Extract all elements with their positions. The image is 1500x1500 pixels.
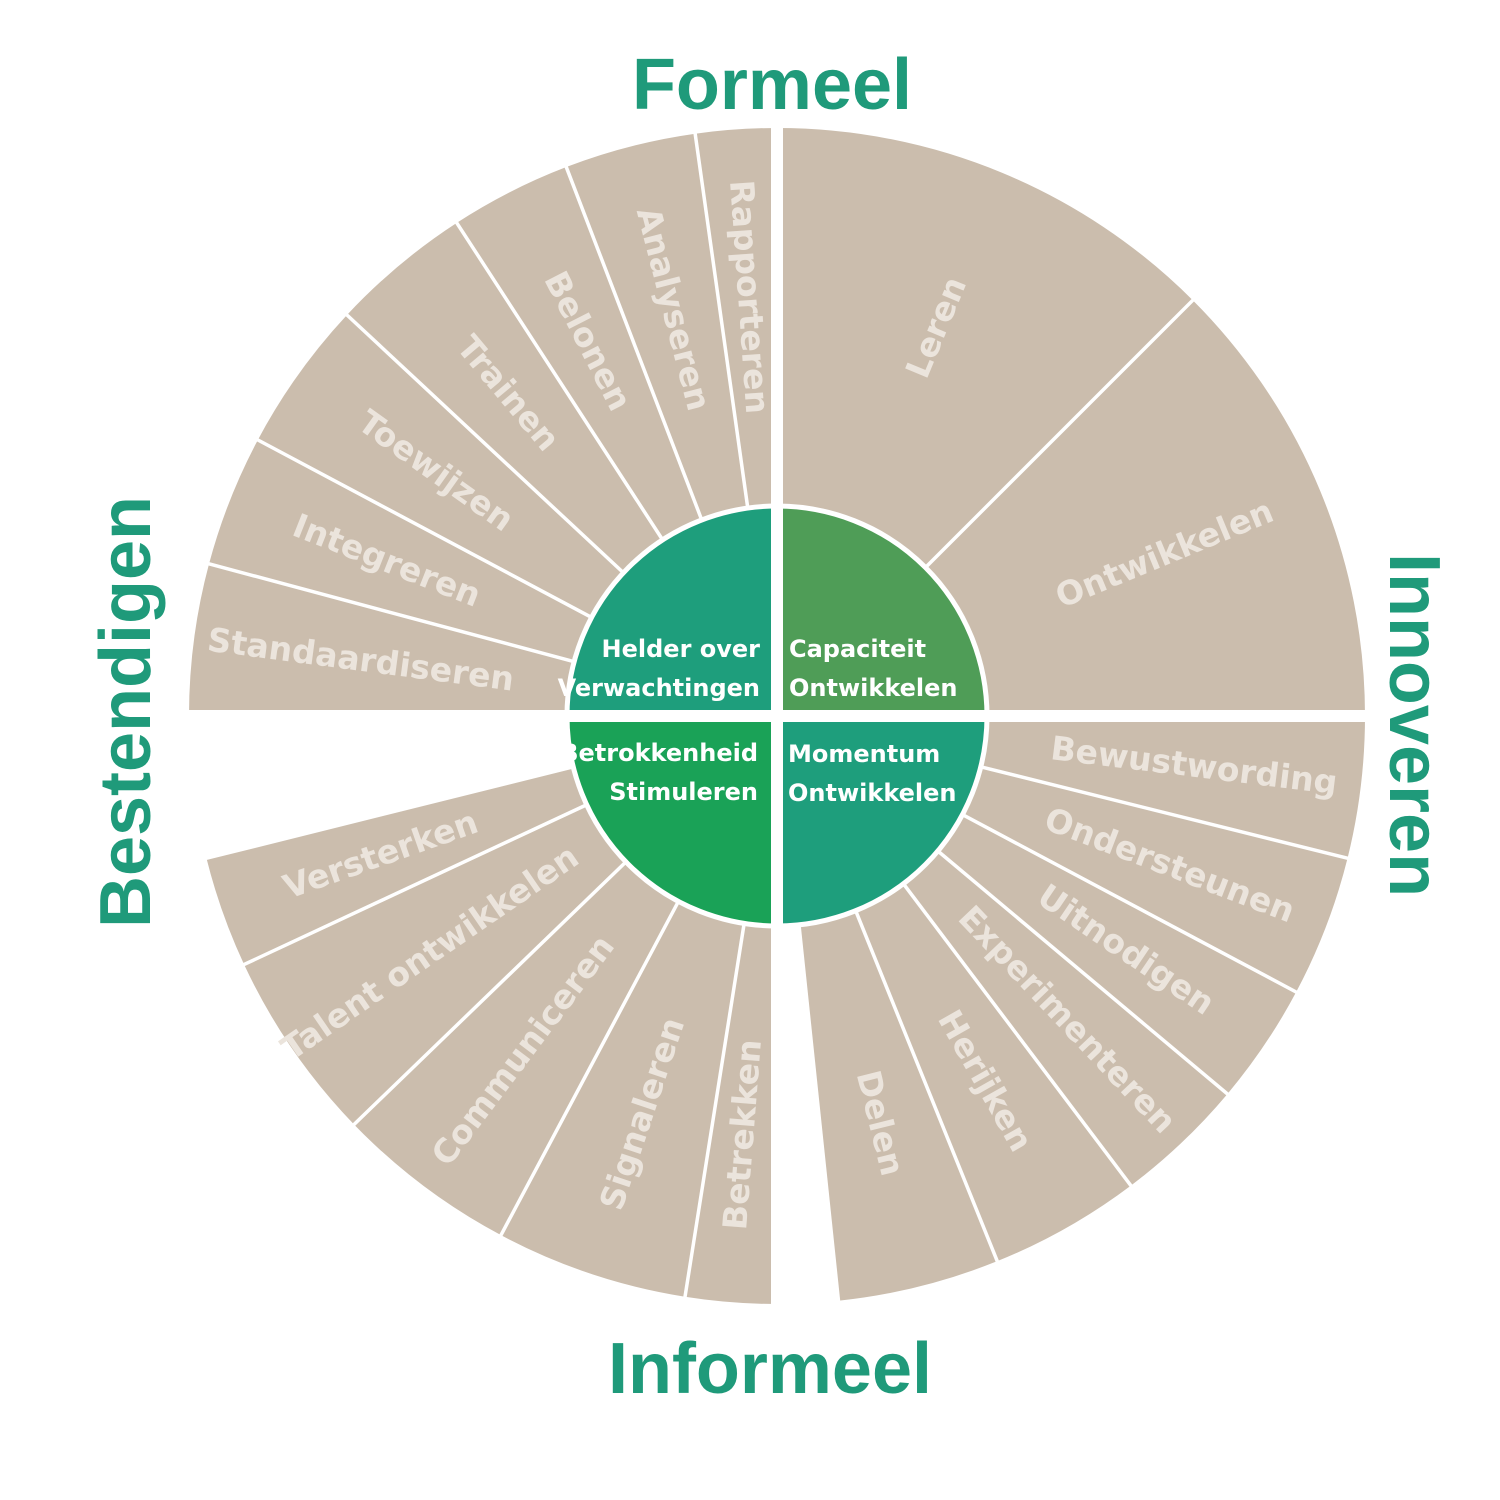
core-quadrant-bottom-left (567, 716, 777, 926)
ring-separators (187, 126, 1367, 1306)
core-label-top-left-1: Helder over (602, 635, 761, 663)
core-quadrant-bottom-right (777, 716, 987, 926)
outer-ring: RapporterenAnalyserenBelonenTrainenToewi… (189, 128, 1365, 1304)
core-label-bottom-left-2: Stimuleren (609, 778, 758, 806)
separator-line (344, 312, 625, 575)
segment-trainen (346, 222, 663, 573)
separator-line (682, 923, 746, 1300)
segment-analyseren (566, 133, 748, 520)
separator-line (563, 164, 704, 521)
segment-ondersteunen (962, 766, 1348, 993)
segment-experimenteren (903, 850, 1228, 1186)
segment-delen (798, 910, 998, 1301)
inner-core: Helder over Verwachtingen Capaciteit Ont… (558, 503, 990, 929)
segment-betrekken (685, 923, 777, 1304)
separator-line (351, 860, 628, 1128)
core-label-top-right-2: Ontwikkelen (789, 674, 958, 702)
separator-line (797, 924, 841, 1303)
axis-label-top: Formeel (632, 45, 912, 125)
separator-line (901, 882, 1134, 1189)
segment-rapporteren (695, 128, 777, 509)
separator-line (255, 437, 593, 619)
segment-belonen (456, 167, 702, 540)
core-label-top-left-2: Verwachtingen (558, 674, 760, 702)
axis-label-left: Bestendigen (86, 496, 166, 928)
segment-herijken (855, 883, 1131, 1262)
axis-label-right: Innoveren (1374, 553, 1454, 897)
segment-integreren (209, 439, 592, 662)
segment-communiceren (354, 861, 679, 1236)
separator-line (241, 803, 588, 967)
segment-signaleren (500, 901, 745, 1297)
separator-line (206, 561, 575, 664)
segment-ontwikkelen (925, 300, 1365, 716)
separator-line (498, 900, 680, 1238)
core-label-bottom-left-1: Betrokkenheid (560, 739, 758, 767)
separator-line (454, 220, 665, 541)
segment-talent-ontwikkelen (244, 804, 626, 1125)
axis-label-bottom: Informeel (608, 1329, 932, 1409)
core-quadrant-top-left (567, 506, 777, 716)
core-label-top-right-1: Capaciteit (789, 635, 926, 663)
segment-standaardiseren (189, 563, 575, 716)
core-label-bottom-right-1: Momentum (788, 740, 940, 768)
separator-line (204, 765, 574, 861)
core-quadrant-top-right (777, 506, 987, 716)
separator-line (693, 131, 750, 509)
separator-line (924, 297, 1196, 569)
segment-leren (777, 128, 1193, 568)
segment-uitnodigen (937, 814, 1297, 1094)
separator-line (936, 849, 1231, 1097)
separator-line (854, 910, 1000, 1264)
segment-bewustwording (980, 716, 1365, 859)
segment-versterken (206, 766, 587, 965)
separator-line (980, 765, 1350, 861)
segment-toewijzen (257, 314, 624, 618)
core-label-bottom-right-2: Ontwikkelen (788, 779, 957, 807)
separator-line (961, 813, 1299, 995)
